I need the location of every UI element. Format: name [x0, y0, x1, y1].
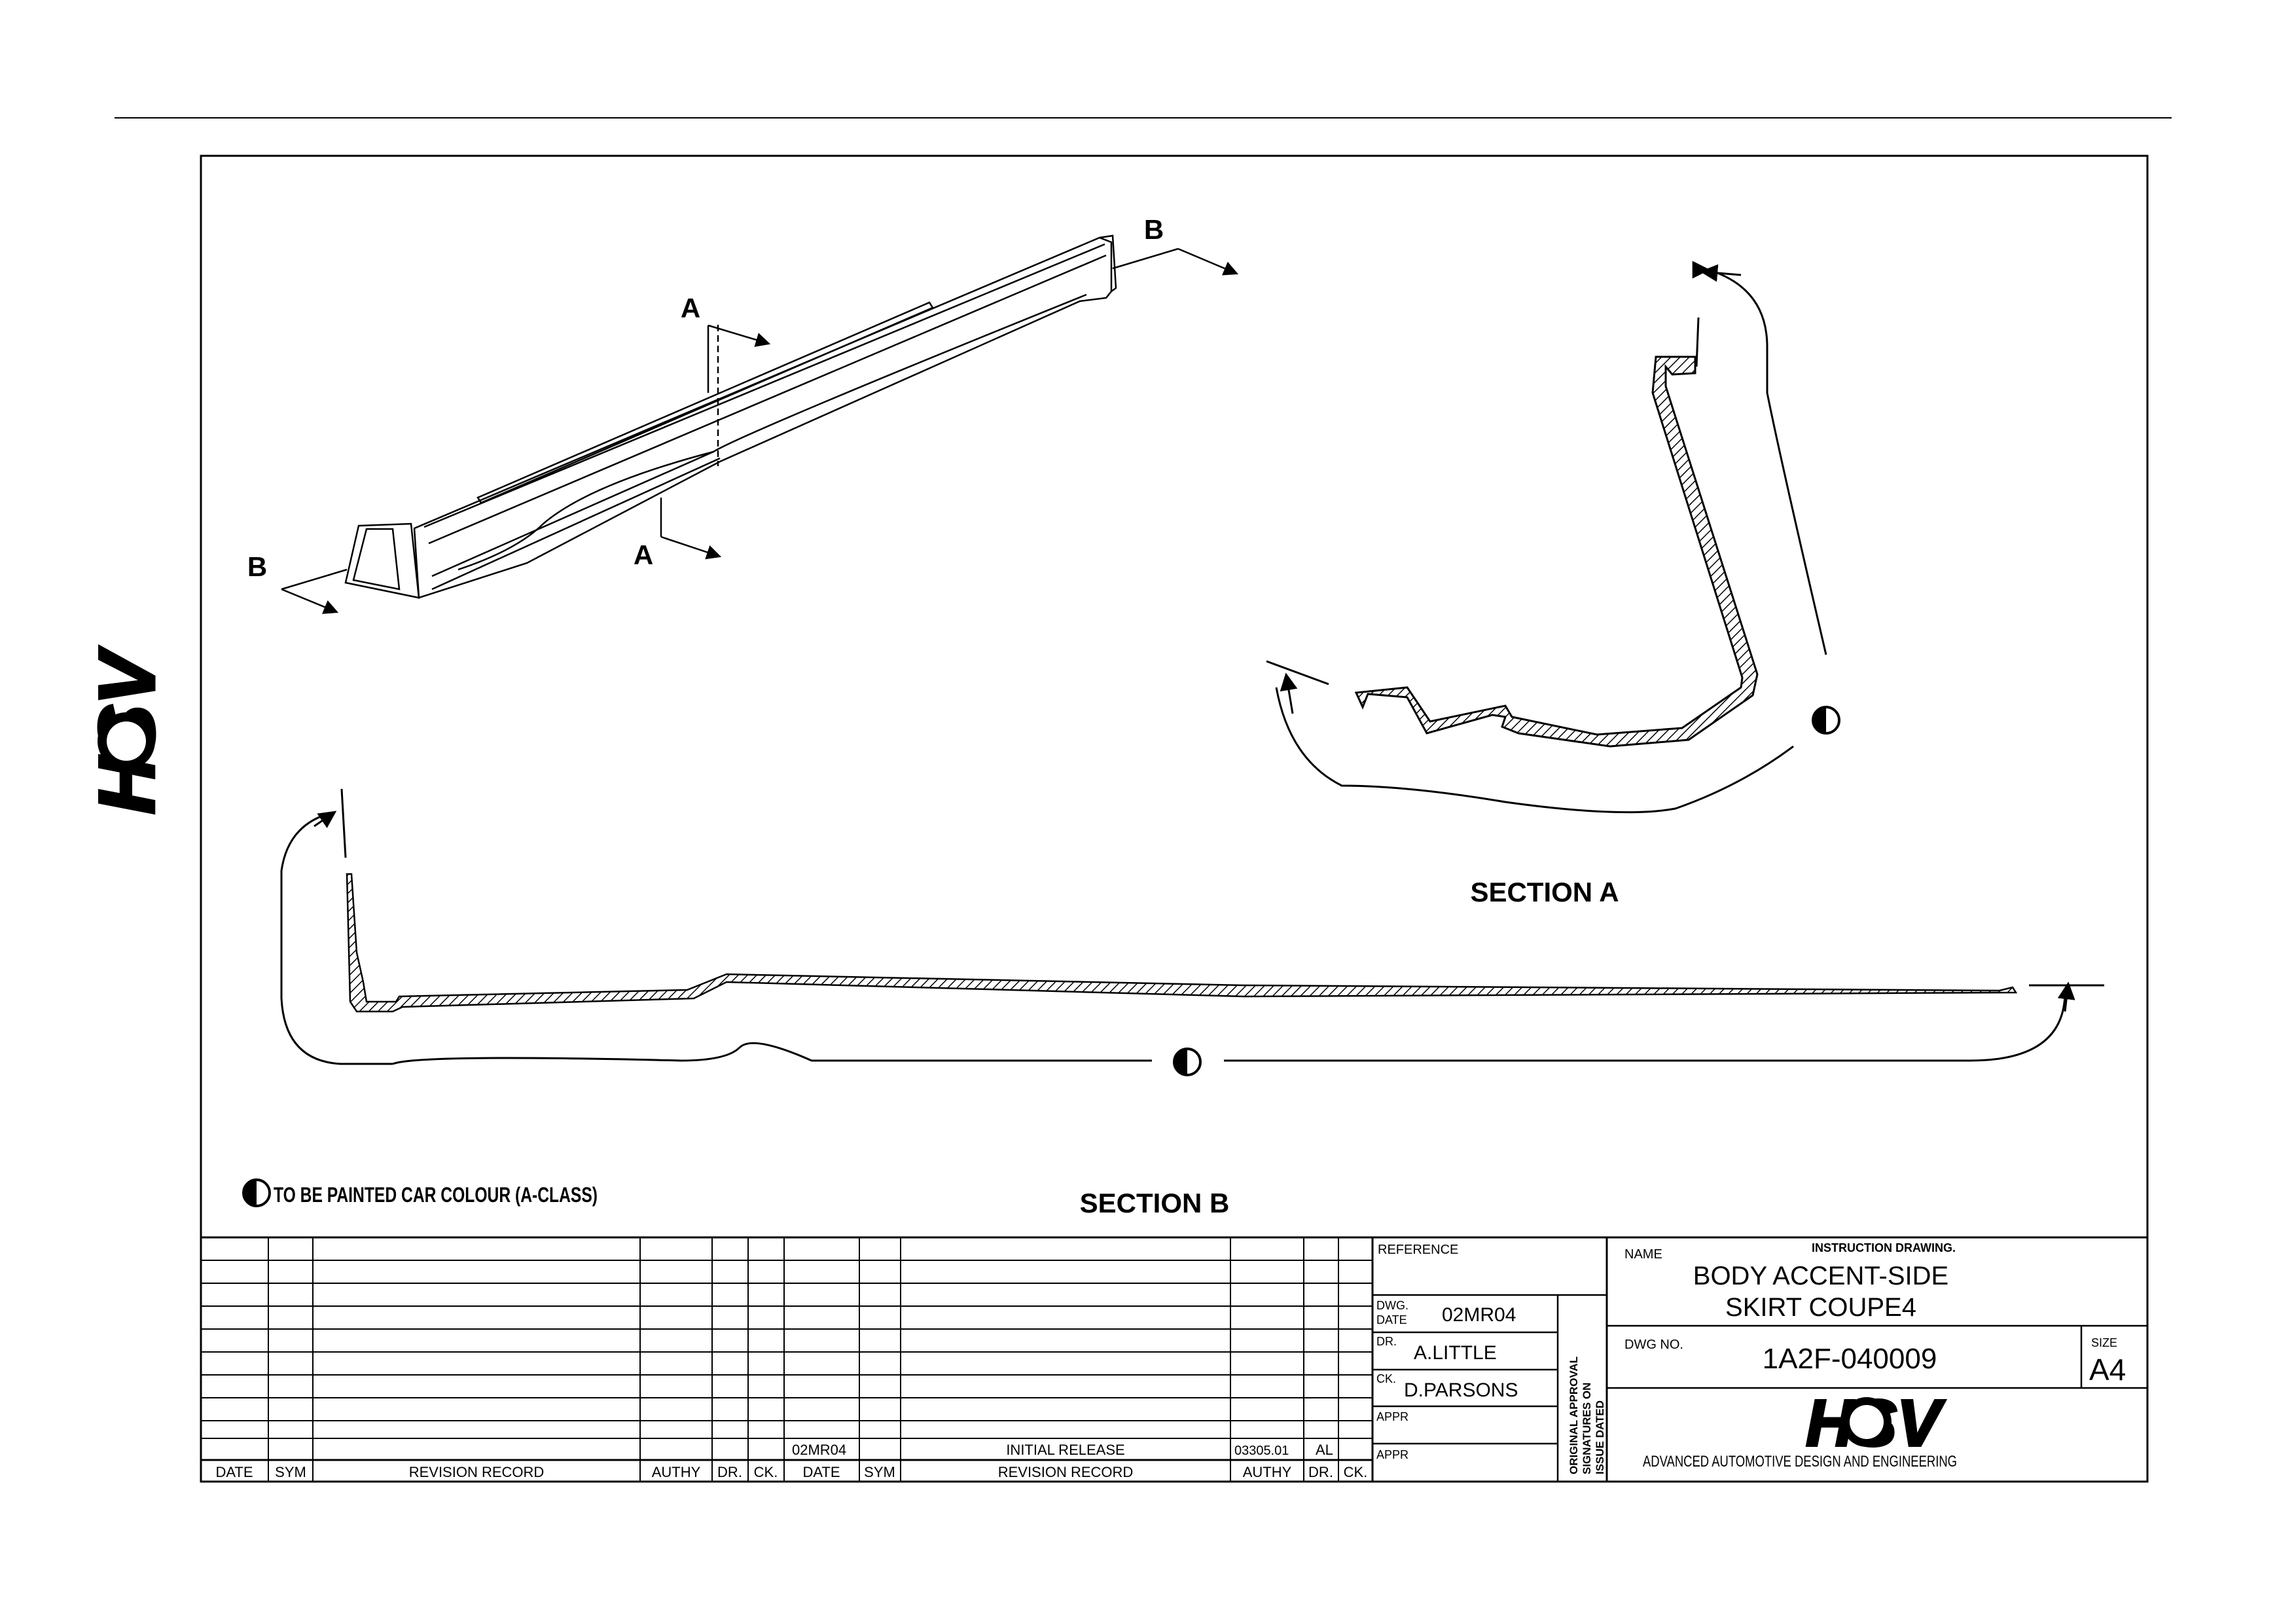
revision-record: INITIAL RELEASE: [1006, 1442, 1124, 1458]
revision-authy: 03305.01: [1234, 1444, 1289, 1458]
side-hsv-logo: HSV: [82, 645, 173, 816]
top-flange: [476, 301, 934, 504]
skirt-edge-line: [431, 457, 721, 591]
drawing-border: [200, 155, 2149, 1483]
cut-label-b-bottom: B: [247, 551, 267, 582]
logo-lion-icon: [1850, 1405, 1884, 1439]
skirt-edge-line: [423, 243, 1105, 528]
cut-label-a-top: A: [681, 293, 700, 323]
header-date-2: DATE: [802, 1464, 840, 1480]
name-label: NAME: [1624, 1247, 1662, 1262]
legend-text: TO BE PAINTED CAR COLOUR (A-CLASS): [274, 1183, 598, 1207]
revision-row: 02MR04 INITIAL RELEASE 03305.01 AL: [792, 1442, 1333, 1458]
approval-label-1: APPR: [1376, 1410, 1408, 1423]
dwg-date-label-1: DWG.: [1376, 1299, 1408, 1312]
dwg-date-label-2: DATE: [1376, 1313, 1407, 1326]
size-value: A4: [2089, 1353, 2126, 1387]
section-a-profile: [1354, 356, 1759, 748]
skirt-edge-line: [457, 450, 714, 571]
isometric-part-view: [344, 234, 1117, 599]
dwg-no-label: DWG NO.: [1624, 1338, 1683, 1352]
drawn-by-label: DR.: [1376, 1335, 1397, 1348]
dwg-date-value: 02MR04: [1442, 1304, 1516, 1326]
header-revision-record: REVISION RECORD: [409, 1464, 545, 1480]
approval-note-line-1: ORIGINAL APPROVAL: [1568, 1357, 1580, 1474]
legend: TO BE PAINTED CAR COLOUR (A-CLASS): [242, 1178, 598, 1207]
size-label: SIZE: [2091, 1336, 2117, 1349]
revision-drawn: AL: [1316, 1442, 1333, 1458]
drawn-by-value: A.LITTLE: [1414, 1342, 1497, 1364]
section-b-a-class-symbol: [1173, 1048, 1202, 1076]
header-dr: DR.: [717, 1464, 742, 1480]
section-b-profile: [346, 873, 2018, 1013]
cut-label-a-bottom: A: [634, 539, 653, 570]
approval-label-2: APPR: [1376, 1448, 1408, 1461]
skirt-body: [413, 236, 1113, 599]
revision-table: [201, 1236, 2147, 1482]
title-block-hsv-logo: HSV: [1804, 1385, 1946, 1461]
far-end: [1099, 234, 1117, 293]
a-class-symbol-icon: [242, 1178, 271, 1207]
approval-note-line-2: SIGNATURES ON: [1581, 1383, 1593, 1474]
section-a-finish-sweep: [1266, 270, 1827, 814]
side-logo-lion-icon: [107, 721, 146, 761]
dwg-no-value: 1A2F-040009: [1763, 1343, 1937, 1375]
header-authy-2: AUTHY: [1243, 1464, 1292, 1480]
revision-headers: DATE SYM REVISION RECORD AUTHY DR. CK. D…: [215, 1464, 1367, 1480]
checked-by-label: CK.: [1376, 1372, 1396, 1385]
end-cap-face: [352, 528, 401, 591]
skirt-edge-line: [431, 293, 1087, 577]
header-revision-record-2: REVISION RECORD: [998, 1464, 1134, 1480]
approval-note: ORIGINAL APPROVAL SIGNATURES ON ISSUE DA…: [1568, 1357, 1606, 1474]
cut-label-b-top: B: [1144, 214, 1164, 245]
header-sym-2: SYM: [864, 1464, 895, 1480]
reference-label: REFERENCE: [1378, 1243, 1458, 1257]
section-b-title: SECTION B: [1080, 1188, 1230, 1218]
section-a-a-class-symbol: [1812, 706, 1840, 735]
instruction-label: INSTRUCTION DRAWING.: [1812, 1241, 1956, 1254]
section-a-title: SECTION A: [1470, 877, 1619, 907]
skirt-edge-line: [428, 254, 1107, 545]
header-authy: AUTHY: [652, 1464, 701, 1480]
cutting-plane-a: [660, 324, 771, 560]
checked-by-value: D.PARSONS: [1404, 1379, 1518, 1401]
title-block-grid: [1372, 1237, 2147, 1482]
section-b-finish-sweep: [280, 788, 2104, 1065]
header-sym: SYM: [275, 1464, 306, 1480]
approval-note-line-3: ISSUE DATED: [1594, 1400, 1606, 1474]
company-tagline: ADVANCED AUTOMOTIVE DESIGN AND ENGINEERI…: [1643, 1453, 1957, 1470]
header-date: DATE: [215, 1464, 253, 1480]
revision-date: 02MR04: [792, 1442, 846, 1458]
drawing-title-line-2: SKIRT COUPE4: [1725, 1293, 1916, 1322]
cutting-plane-b: [281, 247, 1239, 614]
drawing-title-line-1: BODY ACCENT-SIDE: [1693, 1262, 1948, 1290]
header-ck-2: CK.: [1344, 1464, 1368, 1480]
header-dr-2: DR.: [1308, 1464, 1333, 1480]
header-ck: CK.: [754, 1464, 778, 1480]
